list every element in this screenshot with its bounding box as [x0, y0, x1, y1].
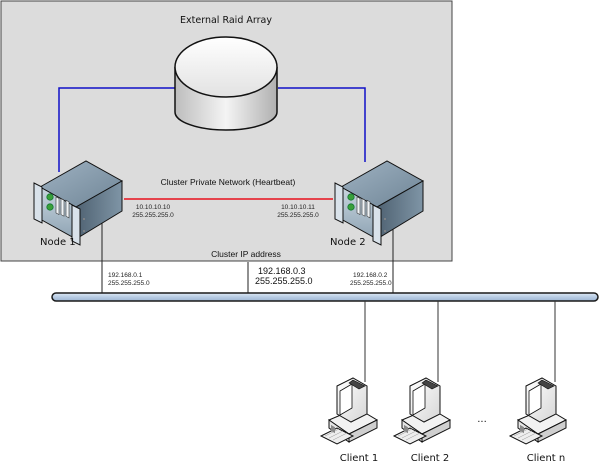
clientn-label: Client n: [527, 453, 565, 464]
client1-label: Client 1: [340, 453, 379, 464]
client2-label: Client 2: [411, 453, 450, 464]
node1-label: Node 1: [40, 237, 76, 248]
cluster-ip-mask: 255.255.255.0: [255, 276, 313, 286]
clientn-computer-icon: [509, 377, 567, 445]
node1-private-mask: 255.255.255.0: [132, 212, 174, 219]
node2-label: Node 2: [330, 237, 366, 248]
node1-private-ip: 10.10.10.10: [136, 204, 171, 211]
client1-computer-icon: [320, 377, 378, 445]
node2-private-mask: 255.255.255.0: [277, 212, 319, 219]
node1-public-mask: 255.255.255.0: [108, 280, 150, 287]
ellipsis: ...: [477, 414, 487, 425]
storage-label: External Raid Array: [180, 15, 272, 26]
node1-public-ip: 192.168.0.1: [108, 272, 143, 279]
node2-private-ip: 10.10.10.11: [281, 204, 315, 211]
heartbeat-label: Cluster Private Network (Heartbeat): [161, 177, 296, 187]
node2-public-mask: 255.255.255.0: [350, 280, 392, 287]
storage-link-node1: [58, 87, 176, 172]
node2-public-ip: 192.168.0.2: [353, 272, 388, 279]
cluster-ip-label: Cluster IP address: [211, 249, 281, 259]
database-cylinder-icon: [174, 36, 278, 131]
network-bus: [51, 292, 599, 302]
client2-computer-icon: [393, 377, 451, 445]
storage-link-node2: [278, 87, 366, 162]
cluster-ip-value: 192.168.0.3: [258, 266, 306, 276]
